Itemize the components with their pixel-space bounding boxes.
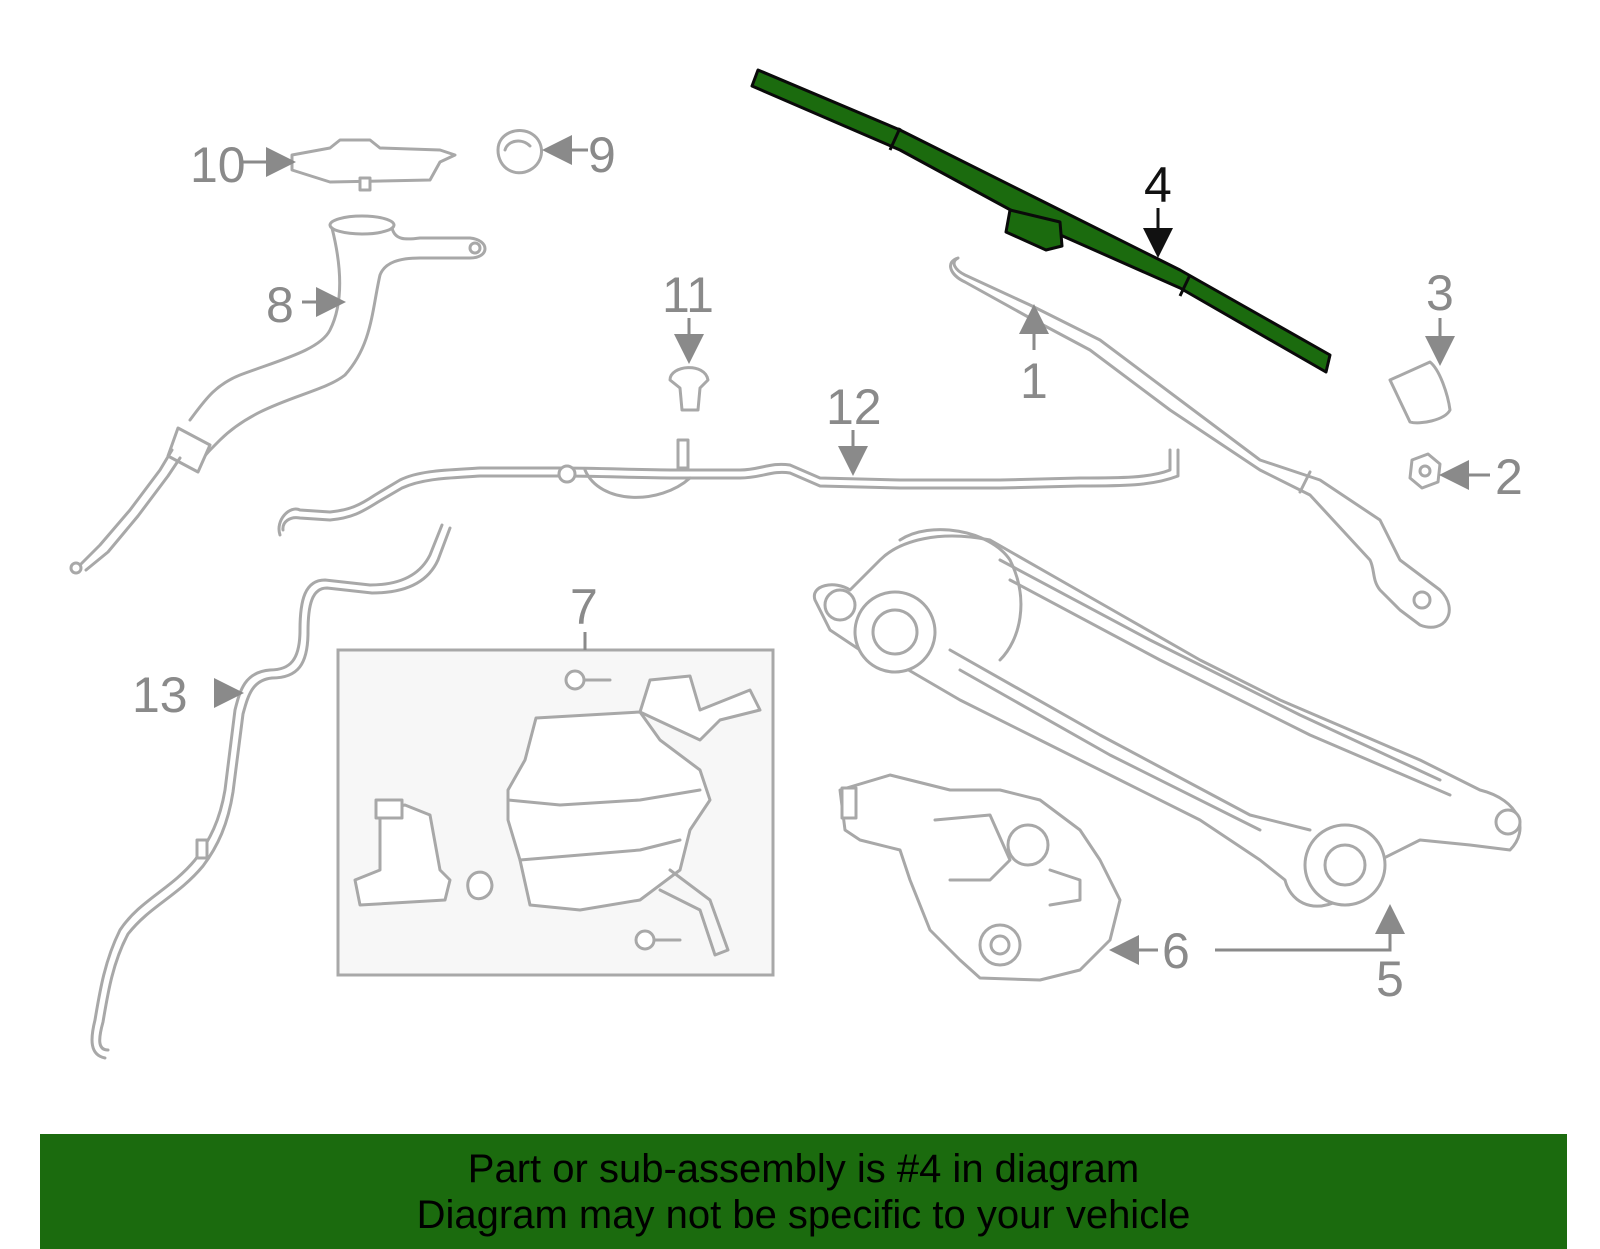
part-5-linkage[interactable] — [812, 528, 1522, 908]
part-9-grommet[interactable] — [496, 129, 543, 175]
callout-labels: 10 9 8 11 12 1 3 2 7 13 6 5 4 — [132, 127, 1523, 1007]
part-3-cap[interactable] — [1388, 360, 1452, 425]
part-2-nut[interactable] — [1408, 452, 1442, 490]
callout-9[interactable]: 9 — [588, 127, 616, 183]
part-1-wiper-arm[interactable] — [949, 256, 1451, 629]
banner-line-part: Part or sub-assembly is #4 in diagram — [467, 1147, 1140, 1191]
part-10-bracket[interactable] — [290, 138, 457, 192]
banner-line-disclaimer: Diagram may not be specific to your vehi… — [416, 1193, 1191, 1237]
leader-lines — [214, 135, 1490, 965]
callout-2[interactable]: 2 — [1495, 449, 1523, 505]
callout-7[interactable]: 7 — [570, 579, 598, 635]
callout-1[interactable]: 1 — [1020, 353, 1048, 409]
callout-5[interactable]: 5 — [1376, 951, 1404, 1007]
part-8-filler-neck[interactable] — [69, 214, 487, 575]
callout-8[interactable]: 8 — [266, 277, 294, 333]
bolt-bottom — [634, 929, 682, 951]
callout-3[interactable]: 3 — [1426, 265, 1454, 321]
callout-12[interactable]: 12 — [826, 379, 882, 435]
part-12-hose[interactable] — [277, 438, 1180, 537]
part-7-reservoir-assembly[interactable] — [336, 648, 775, 977]
callout-4[interactable]: 4 — [1144, 157, 1172, 213]
part-6-motor[interactable] — [838, 773, 1122, 982]
bolt-top — [564, 669, 612, 691]
part-13-hose[interactable] — [90, 523, 452, 1060]
callout-10[interactable]: 10 — [190, 137, 246, 193]
part-4-wiper-blade[interactable] — [750, 68, 1332, 374]
callout-6[interactable]: 6 — [1162, 923, 1190, 979]
info-banner: Part or sub-assembly is #4 in diagram Di… — [40, 1134, 1567, 1249]
part-11-clip[interactable] — [668, 366, 710, 412]
callout-13[interactable]: 13 — [132, 667, 188, 723]
callout-11[interactable]: 11 — [662, 267, 714, 323]
